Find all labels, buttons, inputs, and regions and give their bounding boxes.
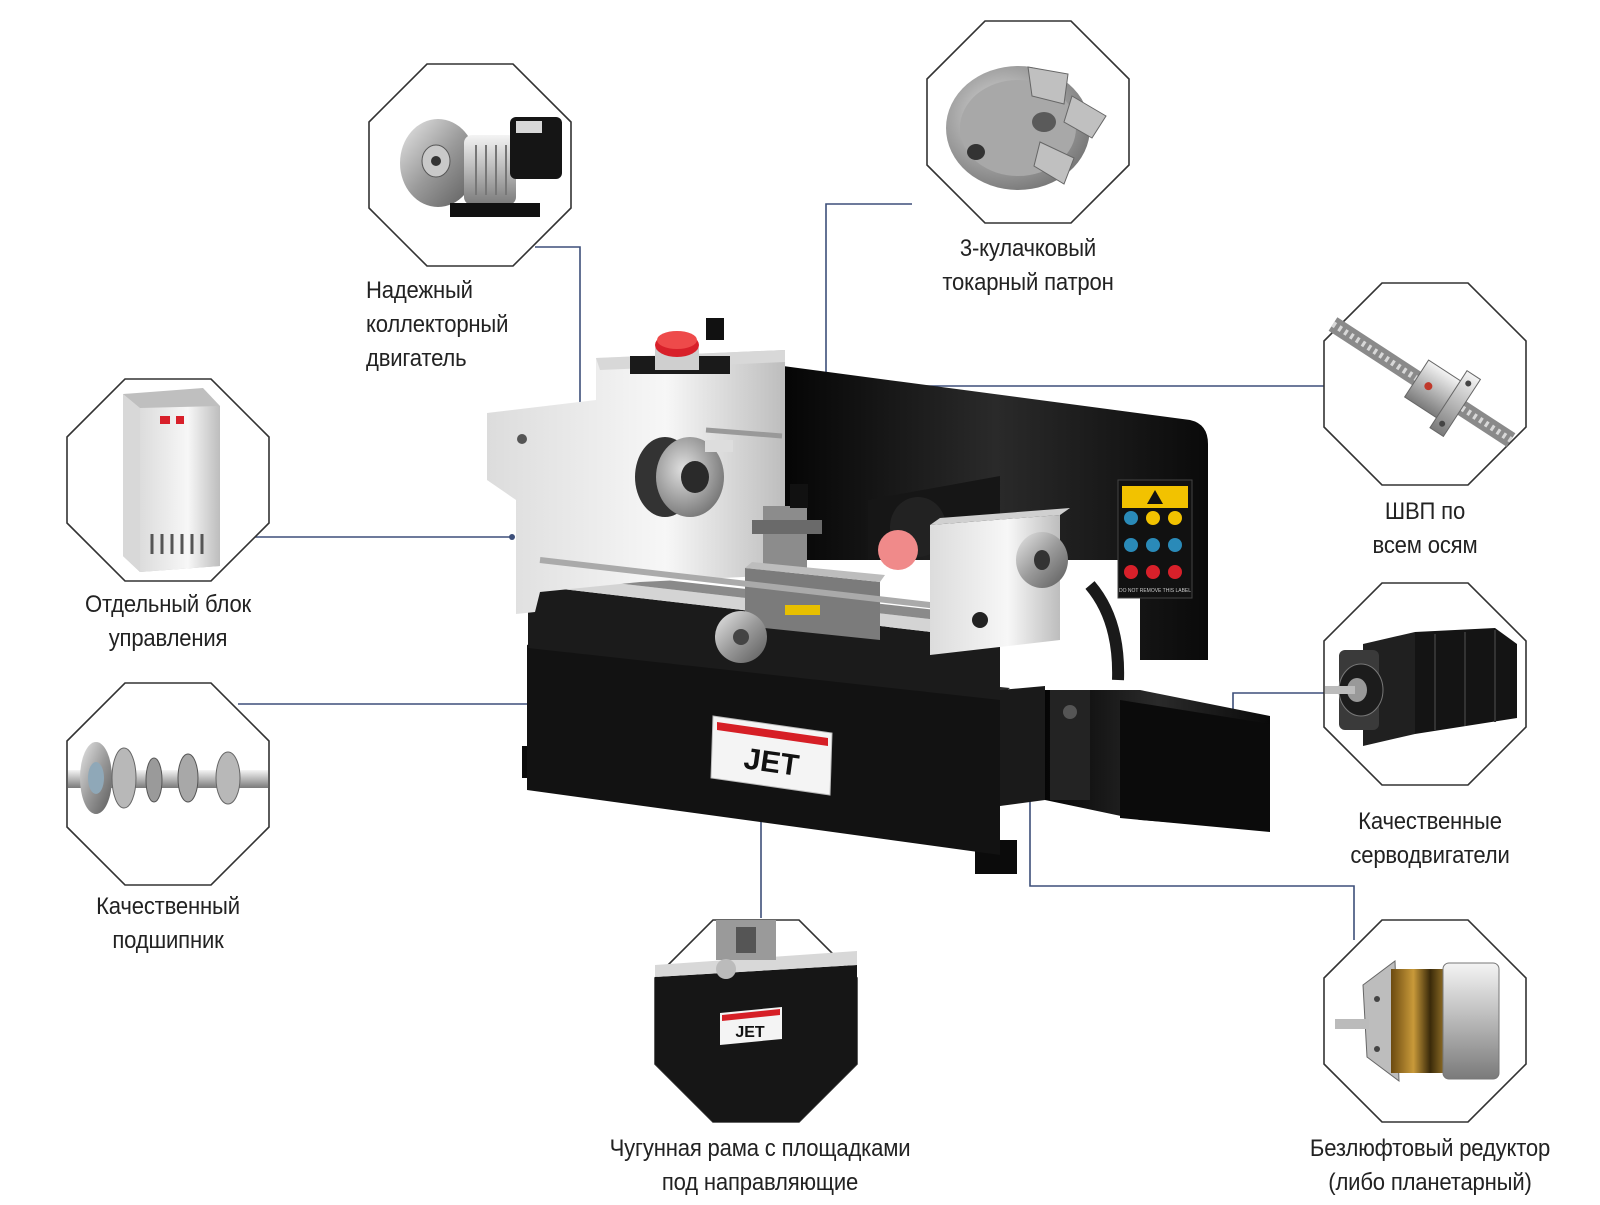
motor-label-line1: Надежный	[366, 277, 473, 304]
ballscrew-label-line2: всем осям	[1372, 532, 1478, 559]
chuck-callout	[926, 20, 1130, 224]
feed-rod	[539, 557, 991, 615]
three-jaw-chuck-icon	[946, 66, 1107, 190]
control-callout	[66, 378, 270, 582]
tool-post	[752, 484, 822, 570]
tailstock	[930, 508, 1070, 655]
motor-label: Надежный коллекторный двигатель	[366, 274, 508, 376]
crank	[705, 427, 783, 439]
frame-label: Чугунная рама с площадками под направляю…	[585, 1132, 935, 1200]
cable-conduit	[1085, 581, 1125, 681]
switch	[706, 318, 724, 340]
servo-label: Качественные серводвигатели	[1310, 805, 1549, 873]
jet-logo: JET	[710, 715, 833, 796]
chuck-label: 3-кулачковый токарный патрон	[908, 232, 1147, 300]
control-label-line1: Отдельный блок	[84, 591, 252, 618]
servo-callout	[1323, 582, 1527, 786]
chuck-label-line2: токарный патрон	[942, 269, 1114, 296]
ballscrew-label: ШВП по всем осям	[1333, 495, 1517, 563]
connector-bearing	[238, 458, 549, 705]
motor-label-line2: коллекторный	[366, 311, 509, 338]
ball-screw-icon	[1328, 317, 1516, 447]
servo-motor-icon	[1325, 628, 1517, 746]
control-label: Отдельный блок управления	[58, 588, 279, 656]
frame-callout: JET	[654, 919, 858, 1123]
servo-label-line2: серводвигатели	[1350, 842, 1510, 869]
servo-label-line1: Качественные	[1358, 808, 1502, 835]
control-label-line2: управления	[108, 625, 228, 652]
warning-label: DO NOT REMOVE THIS LABEL	[1117, 479, 1193, 599]
control-box-icon	[123, 388, 220, 572]
gearbox-label-line1: Безлюфтовый редуктор	[1309, 1135, 1551, 1162]
ballscrew-callout	[1323, 282, 1527, 486]
jet-logo-text: JET	[742, 742, 801, 782]
chuck-label-line1: 3-кулачковый	[959, 235, 1097, 262]
gearbox-label: Безлюфтовый редуктор (либо планетарный)	[1292, 1132, 1568, 1200]
bearing-label-line2: подшипник	[112, 927, 224, 954]
scale-label	[785, 605, 820, 615]
frame-label-line1: Чугунная рама с площадками	[609, 1135, 911, 1162]
bearing-shaft-icon	[68, 742, 268, 814]
cast-iron-frame-icon: JET	[655, 920, 857, 1122]
bearing-callout	[66, 682, 270, 886]
frame-jet-text: JET	[735, 1024, 765, 1041]
screw	[517, 434, 527, 444]
spindle-chuck	[635, 437, 733, 517]
planetary-gearbox-icon	[1335, 960, 1500, 1083]
bearing-label: Качественный подшипник	[58, 890, 279, 958]
emergency-stop-button	[655, 331, 699, 370]
connector-gearbox	[1029, 730, 1355, 940]
warning-label-text: DO NOT REMOVE THIS LABEL	[1119, 588, 1191, 594]
brushed-motor-icon	[400, 117, 562, 217]
cnc-lathe: DO NOT REMOVE THIS LABEL JET	[487, 318, 1270, 874]
motor-label-line3: двигатель	[366, 345, 467, 372]
gearbox-callout	[1323, 919, 1527, 1123]
gearbox-label-line2: (либо планетарный)	[1328, 1169, 1532, 1196]
bearing-label-line1: Качественный	[96, 893, 240, 920]
frame-label-line2: под направляющие	[661, 1169, 859, 1196]
x-axis-servo	[1000, 686, 1270, 832]
motor-callout	[368, 63, 572, 267]
ballscrew-label-line1: ШВП по	[1384, 498, 1466, 525]
handwheel	[715, 611, 767, 663]
connector-motor	[535, 246, 581, 472]
